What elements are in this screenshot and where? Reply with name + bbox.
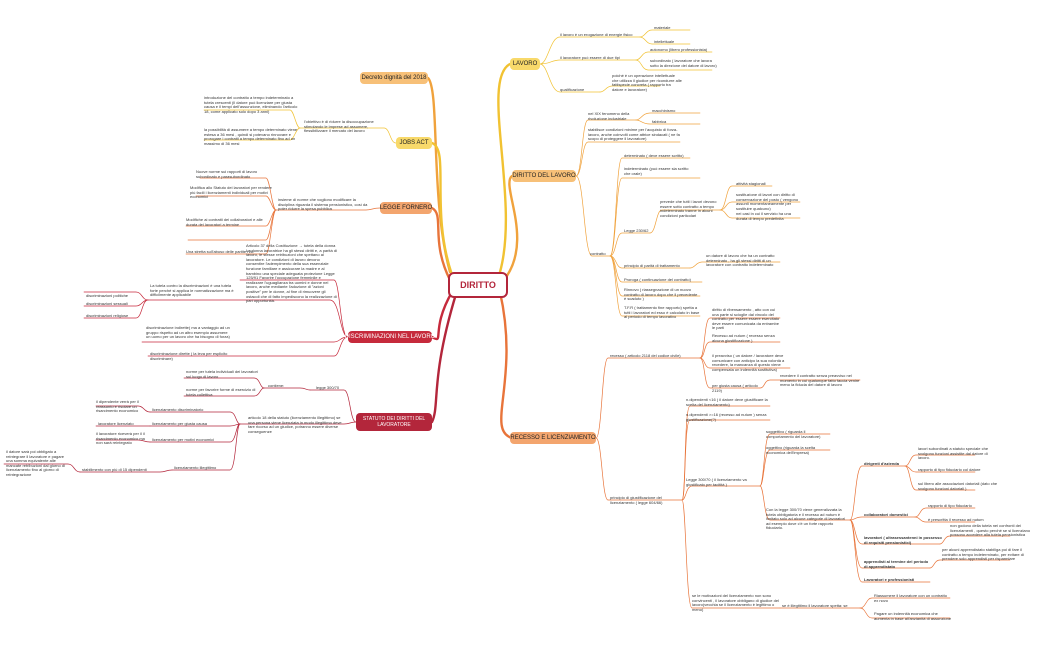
dl-indeterminato: indeterminato (può essere sia scritto ch… <box>624 166 689 176</box>
rec-collab-1: rapporto di tipo fiduciario <box>928 503 972 508</box>
lavoro-autonomo: autonomo (libero professionista) <box>650 47 708 52</box>
stat-articolo-18: articolo 18 della statuto (licenziamento… <box>248 415 342 434</box>
topic-statuto-lavoratore[interactable]: STATUTO DEI DIRITTI DEL LAVORATORE <box>356 413 432 431</box>
rec-soggettivo: soggettivo ( riguarda il comportamento d… <box>766 429 821 439</box>
rec-riassunzione: Riassumere il lavoratore con un contratt… <box>874 593 947 603</box>
stat-norme-individuali: norme per tutela individuali dei lavorat… <box>186 369 258 379</box>
stat-stabilimento: stabilimento con più di 15 dipendenti <box>82 467 147 472</box>
lavoro-materiale: materiale <box>654 25 671 30</box>
stat-economici: licenziamento per motivi economici <box>152 437 215 442</box>
topic-legge-fornero[interactable]: LEGGE FORNERO <box>380 202 432 214</box>
rec-atleti: Lavoratori e professionisti <box>864 577 915 582</box>
stat-discriminatorio: licenziamento discriminatorio <box>152 407 204 412</box>
dl-tfr: T.F.R ( trattamento fine rapporto) spett… <box>624 305 700 320</box>
rec-dir-2: rapporto di tipo fiduciario col datore <box>918 467 981 472</box>
lavoro-intellettuale: intellettuale <box>654 39 675 44</box>
dl-rinnovo: Rinnovo ( riassegnazione di un nuovo con… <box>624 287 698 302</box>
disc-tutela: La tutela contro la discriminazioni è un… <box>150 283 234 298</box>
disc-articolo-37: Articolo 37 della Costituzione → tutela … <box>246 243 337 304</box>
disc-indirette: discriminazione indirette( ma a vantaggi… <box>146 325 230 340</box>
rec-giusta-testo: recedere il contratto senza preavviso ne… <box>780 373 860 388</box>
stat-giusta-testo: lavoratore licenziato <box>98 421 134 426</box>
rec-giusta-causa: per giusta causa ( articolo 2119) <box>712 383 758 393</box>
fornero-nuove-norme: Nuove norme sui rapporti di lavoro subor… <box>196 169 258 179</box>
dl-proroga: Proroga ( continuazione del contratto) <box>624 277 691 282</box>
rec-principio: principio di giustificazione del licenzi… <box>610 495 663 505</box>
rec-con-legge: Con la legge 300/70 viene generalizzata … <box>766 507 845 531</box>
disc-politiche: discriminazioni politiche <box>86 293 129 298</box>
dl-fenomeno: nel XIX fenomeno della rivoluzione indus… <box>588 111 630 121</box>
root-node[interactable]: DIRITTO <box>448 272 508 298</box>
lavoro-qualificazione: qualificazione <box>560 87 585 92</box>
stat-contiene: contiene: <box>268 383 285 388</box>
lavoro-subordinato: subordinato ( lavoratore che lavora sott… <box>650 58 717 68</box>
stat-giusta-causa: licenziamento per giusta causa <box>152 421 207 426</box>
fornero-modifiche-contratti: Modifiche ai contratti dei collaboratori… <box>186 217 263 227</box>
dl-principio-testo: un datore di lavoro che ha un contratto … <box>706 253 775 268</box>
lavoro-tipi: il lavoratore può essere di due tipi <box>560 55 620 60</box>
rec-dir-3: sul libero alle associazioni datoriali (… <box>918 481 998 491</box>
dl-principio-parita: principio di parità di trattamento <box>624 263 680 268</box>
topic-recesso-licenziamento[interactable]: RECESSO E LICENZIAMENTO <box>510 432 596 444</box>
topic-diritto-del-lavoro[interactable]: DIRITTO DEL LAVORO <box>512 170 576 182</box>
dl-stagionali: attività stagionali <box>736 181 766 186</box>
disc-sessuali: discriminazioni sessuali <box>86 301 128 306</box>
rec-collab-2: è prescritta il recesso ad nutum <box>928 517 984 522</box>
rec-dipendenti-16: n.dipendenti <16 ( il datore deve giusti… <box>686 397 768 407</box>
stat-illegittimo: licenziamento illegittimo <box>174 465 217 470</box>
disc-dirette: discriminazione dirette ( la leva per es… <box>150 351 228 361</box>
dl-fabbrica: fabbrica <box>652 119 667 124</box>
dl-macchinismo: macchinismo <box>652 108 676 113</box>
disc-religiose: discriminazioni religiose <box>86 313 129 318</box>
rec-preavviso: il preavviso ( un datore / lavoratore de… <box>712 353 785 372</box>
dl-legge-testo: prevede che tutti i lavori devono essere… <box>660 199 717 218</box>
rec-collaboratori: collaboratori domestici <box>864 512 909 517</box>
fornero-insieme: insieme di norme che vogliono modificare… <box>278 197 368 212</box>
jobs-possibilita: la possibilità di assumere a tempo deter… <box>204 127 298 146</box>
stat-datore: il datore sarà poi obbligato a reintegra… <box>6 449 65 477</box>
dl-legge-23062: Legge 230/62 <box>624 228 649 233</box>
rec-illegittimo: se è illegittimo il lavoratore spetta: s… <box>782 603 848 608</box>
dl-determinato: determinato ( deve essere scritto) <box>624 153 684 158</box>
stat-legge-300: legge 300/70 <box>316 385 340 390</box>
dl-stabilisce: stabilisce condizioni minime per l'acqui… <box>588 127 680 142</box>
rec-appr-1: per alcuni apprendistato stabiliga poi d… <box>942 547 1024 562</box>
topic-jobs-act[interactable]: JOBS ACT <box>396 137 432 149</box>
lavoro-definizione: il lavoro è un erogazione di energie fis… <box>560 32 633 37</box>
topic-decreto-dignita[interactable]: Decreto dignità del 2018 <box>360 72 428 84</box>
jobs-obiettivo: l'obiettivo è di ridurre la disoccupazio… <box>304 119 374 134</box>
stat-disc-testo: il dipendente verrà per il reassunto e r… <box>96 399 139 414</box>
rec-apprendisti: apprendisti al termine del periodo di ap… <box>864 559 929 569</box>
rec-diritto: diritto di ribensamento , atto con cui u… <box>712 307 780 331</box>
topic-lavoro[interactable]: LAVORO <box>510 58 540 70</box>
stat-norme-collettive: norme per favorire forme di esercizio di… <box>186 387 256 397</box>
fornero-modifica-statuto: Modifica allo Statuto dei lavoratori per… <box>190 185 272 200</box>
rec-pens-1: non godono della tutela nei confronti de… <box>950 523 1031 538</box>
rec-ad-nutum: Recesso ad nutum ( recesso senza alcuna … <box>712 333 775 343</box>
rec-dir-1: lavori subordinati a statuto speciale ch… <box>918 446 989 461</box>
rec-dirigenti: dirigenti d'azienda <box>864 461 899 466</box>
rec-indennita: Pagare un indennità economica che aument… <box>874 611 952 621</box>
dl-casi: nei casi in cui il servizio ha una durat… <box>736 211 791 221</box>
topic-discriminazioni[interactable]: DISCRIMINAZIONI NEL LAVORO <box>345 331 435 343</box>
lavoro-qualificazione-testo: poiché è un operazione intellettuale che… <box>612 73 682 92</box>
rec-pensionati: lavoratori ( ultrasessantenni in possess… <box>864 535 942 545</box>
rec-dipendenti-oltre16: n.dipendenti >=16 (recesso ad nutum ) se… <box>686 412 767 422</box>
fornero-stretta-iva: Una stretta sull'abuso delle partite IVA <box>186 249 254 254</box>
rec-legge-300: Legge 300/70 ( il licenziamento va giust… <box>686 477 747 487</box>
rec-motivazioni: se le motivazioni del licenziamento non … <box>692 593 779 612</box>
rec-oggettivo: oggettivo (riguarda la scelta economica … <box>766 445 816 455</box>
dl-contratto: contratto <box>590 251 606 256</box>
rec-articolo: recesso ( articolo 2118 del codice civil… <box>610 353 681 358</box>
stat-econ-testo: il lavoratore riceverà per il il risarci… <box>96 431 145 446</box>
dl-sostituzione: sostituzione di lavori con diritto di co… <box>736 192 799 211</box>
jobs-introduzione: introduzione del contratto a tempo indet… <box>204 95 298 114</box>
